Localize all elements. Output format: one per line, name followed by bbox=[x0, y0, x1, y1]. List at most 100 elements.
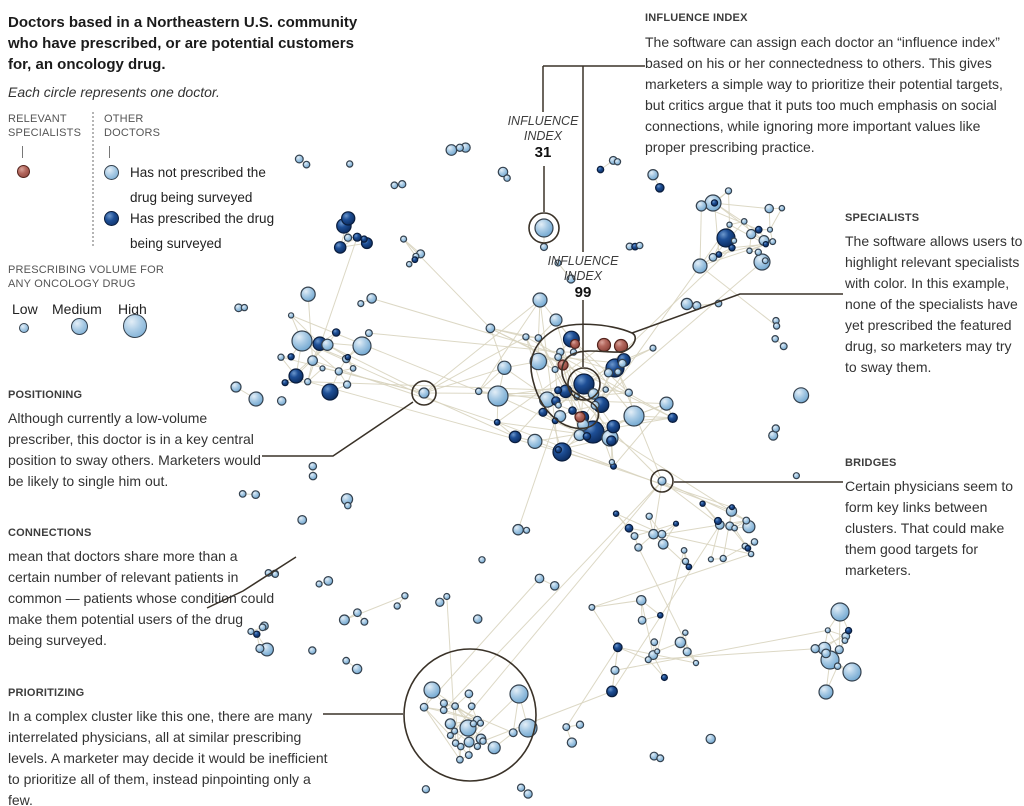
doctor-node-not-prescribed bbox=[766, 226, 774, 233]
doctor-node-not-prescribed bbox=[472, 614, 483, 624]
doctor-node-not-prescribed bbox=[810, 644, 820, 654]
legend-tick bbox=[109, 146, 110, 158]
doctor-node-not-prescribed bbox=[451, 702, 460, 711]
doctor-node-not-prescribed bbox=[603, 368, 614, 378]
doctor-node-not-prescribed bbox=[512, 523, 524, 536]
relationship-edge bbox=[699, 265, 777, 327]
annotation-bridges: BRIDGES Certain physicians seem to form … bbox=[845, 457, 1023, 581]
relationship-edge bbox=[661, 480, 721, 526]
relationship-edge bbox=[555, 319, 584, 418]
doctor-node-not-prescribed bbox=[647, 168, 659, 181]
doctor-node-not-prescribed bbox=[271, 570, 279, 579]
doctor-node-prescribed bbox=[624, 523, 634, 533]
relationship-edge bbox=[327, 344, 425, 394]
doctor-node-not-prescribed bbox=[302, 160, 311, 169]
doctor-node-prescribed bbox=[715, 251, 723, 258]
doctor-node-not-prescribed bbox=[602, 386, 610, 393]
volume-high-dot bbox=[123, 314, 147, 338]
relationship-edge bbox=[617, 371, 663, 482]
relationship-edge bbox=[617, 646, 649, 661]
doctor-node-prescribed bbox=[844, 626, 853, 635]
doctor-node-not-prescribed bbox=[455, 143, 464, 152]
doctor-node-prescribed bbox=[554, 386, 563, 395]
callout-influence-index-99: INFLUENCE INDEX 99 bbox=[523, 254, 643, 302]
callout-value: 31 bbox=[534, 144, 552, 161]
doctor-node-prescribed bbox=[606, 435, 617, 446]
doctor-node-not-prescribed bbox=[469, 720, 478, 728]
callout-connector-line bbox=[631, 293, 843, 334]
doctor-node-not-prescribed bbox=[650, 638, 659, 647]
relationship-edge bbox=[490, 327, 564, 366]
relationship-edge bbox=[446, 596, 457, 744]
doctor-node-not-prescribed bbox=[705, 733, 716, 745]
doctor-node-not-prescribed bbox=[308, 646, 317, 655]
doctor-node-not-prescribed bbox=[307, 355, 319, 367]
doctor-node-not-prescribed bbox=[321, 338, 334, 351]
prescribed-dot bbox=[104, 211, 119, 226]
doctor-node-not-prescribed bbox=[446, 731, 454, 740]
doctor-node-not-prescribed bbox=[529, 352, 548, 371]
doctor-node-not-prescribed bbox=[680, 547, 688, 554]
annotation-title: BRIDGES bbox=[845, 457, 897, 469]
doctor-node-not-prescribed bbox=[549, 580, 560, 591]
doctor-node-not-prescribed bbox=[342, 380, 352, 389]
doctor-node-not-prescribed bbox=[419, 702, 429, 712]
volume-low-dot bbox=[19, 323, 29, 333]
doctor-node-not-prescribed bbox=[523, 789, 533, 799]
doctor-node-not-prescribed bbox=[353, 608, 362, 618]
doctor-node-specialist bbox=[569, 338, 581, 350]
doctor-node-not-prescribed bbox=[842, 662, 862, 682]
doctor-node-prescribed bbox=[352, 232, 362, 242]
relationship-edge bbox=[656, 550, 685, 652]
relationship-edge bbox=[699, 205, 702, 267]
relationship-edge bbox=[368, 332, 561, 353]
annotation-positioning: POSITIONING Although currently a low-vol… bbox=[8, 389, 274, 492]
doctor-node-not-prescribed bbox=[634, 543, 643, 552]
doctor-node-not-prescribed bbox=[364, 329, 373, 338]
relationship-edge bbox=[749, 241, 773, 252]
annotation-body: In a complex cluster like this one, ther… bbox=[8, 708, 328, 806]
doctor-node-not-prescribed bbox=[405, 260, 413, 268]
doctor-node-not-prescribed bbox=[503, 174, 511, 182]
annotation-prioritizing: PRIORITIZING In a complex cluster like t… bbox=[8, 687, 332, 806]
doctor-node-not-prescribed bbox=[342, 656, 351, 665]
relationship-edge bbox=[710, 524, 721, 560]
doctor-node-prescribed bbox=[612, 642, 623, 653]
relationship-edge bbox=[450, 480, 663, 736]
doctor-node-not-prescribed bbox=[435, 597, 445, 608]
doctor-node-prescribed bbox=[660, 673, 669, 682]
doctor-node-not-prescribed bbox=[630, 532, 639, 541]
doctor-node-not-prescribed bbox=[771, 334, 780, 343]
doctor-node-not-prescribed bbox=[319, 365, 326, 372]
relationship-edge bbox=[648, 648, 816, 661]
doctor-node-not-prescribed bbox=[648, 528, 659, 540]
annotation-title: SPECIALISTS bbox=[845, 212, 920, 224]
doctor-node-prescribed bbox=[331, 328, 341, 337]
doctor-node-not-prescribed bbox=[509, 684, 529, 704]
doctor-node-not-prescribed bbox=[497, 360, 512, 375]
doctor-node-not-prescribed bbox=[654, 648, 661, 655]
doctor-node-not-prescribed bbox=[248, 391, 264, 407]
doctor-node-not-prescribed bbox=[778, 204, 786, 212]
legend-tick bbox=[22, 146, 23, 158]
annotation-connections: CONNECTIONS mean that doctors share more… bbox=[8, 527, 278, 651]
relationship-edge bbox=[640, 600, 654, 656]
annotation-body: The software allows users to highlight r… bbox=[845, 233, 1023, 375]
doctor-node-not-prescribed bbox=[522, 526, 531, 534]
relationship-edge bbox=[537, 337, 584, 418]
doctor-node-not-prescribed bbox=[287, 312, 295, 319]
doctor-node-not-prescribed bbox=[610, 665, 620, 676]
doctor-node-not-prescribed bbox=[761, 257, 769, 265]
relationship-edge bbox=[490, 327, 539, 339]
doctor-node-not-prescribed bbox=[366, 293, 377, 304]
doctor-node-prescribed bbox=[606, 419, 621, 434]
doctor-node-not-prescribed bbox=[456, 742, 465, 751]
doctor-node-prescribed bbox=[288, 368, 304, 384]
doctor-node-not-prescribed bbox=[485, 323, 496, 334]
annotation-title: POSITIONING bbox=[8, 389, 83, 401]
network-nodes bbox=[230, 142, 862, 799]
doctor-node-not-prescribed bbox=[478, 556, 486, 564]
relationship-edge bbox=[576, 247, 733, 396]
relationship-edge bbox=[571, 338, 630, 394]
